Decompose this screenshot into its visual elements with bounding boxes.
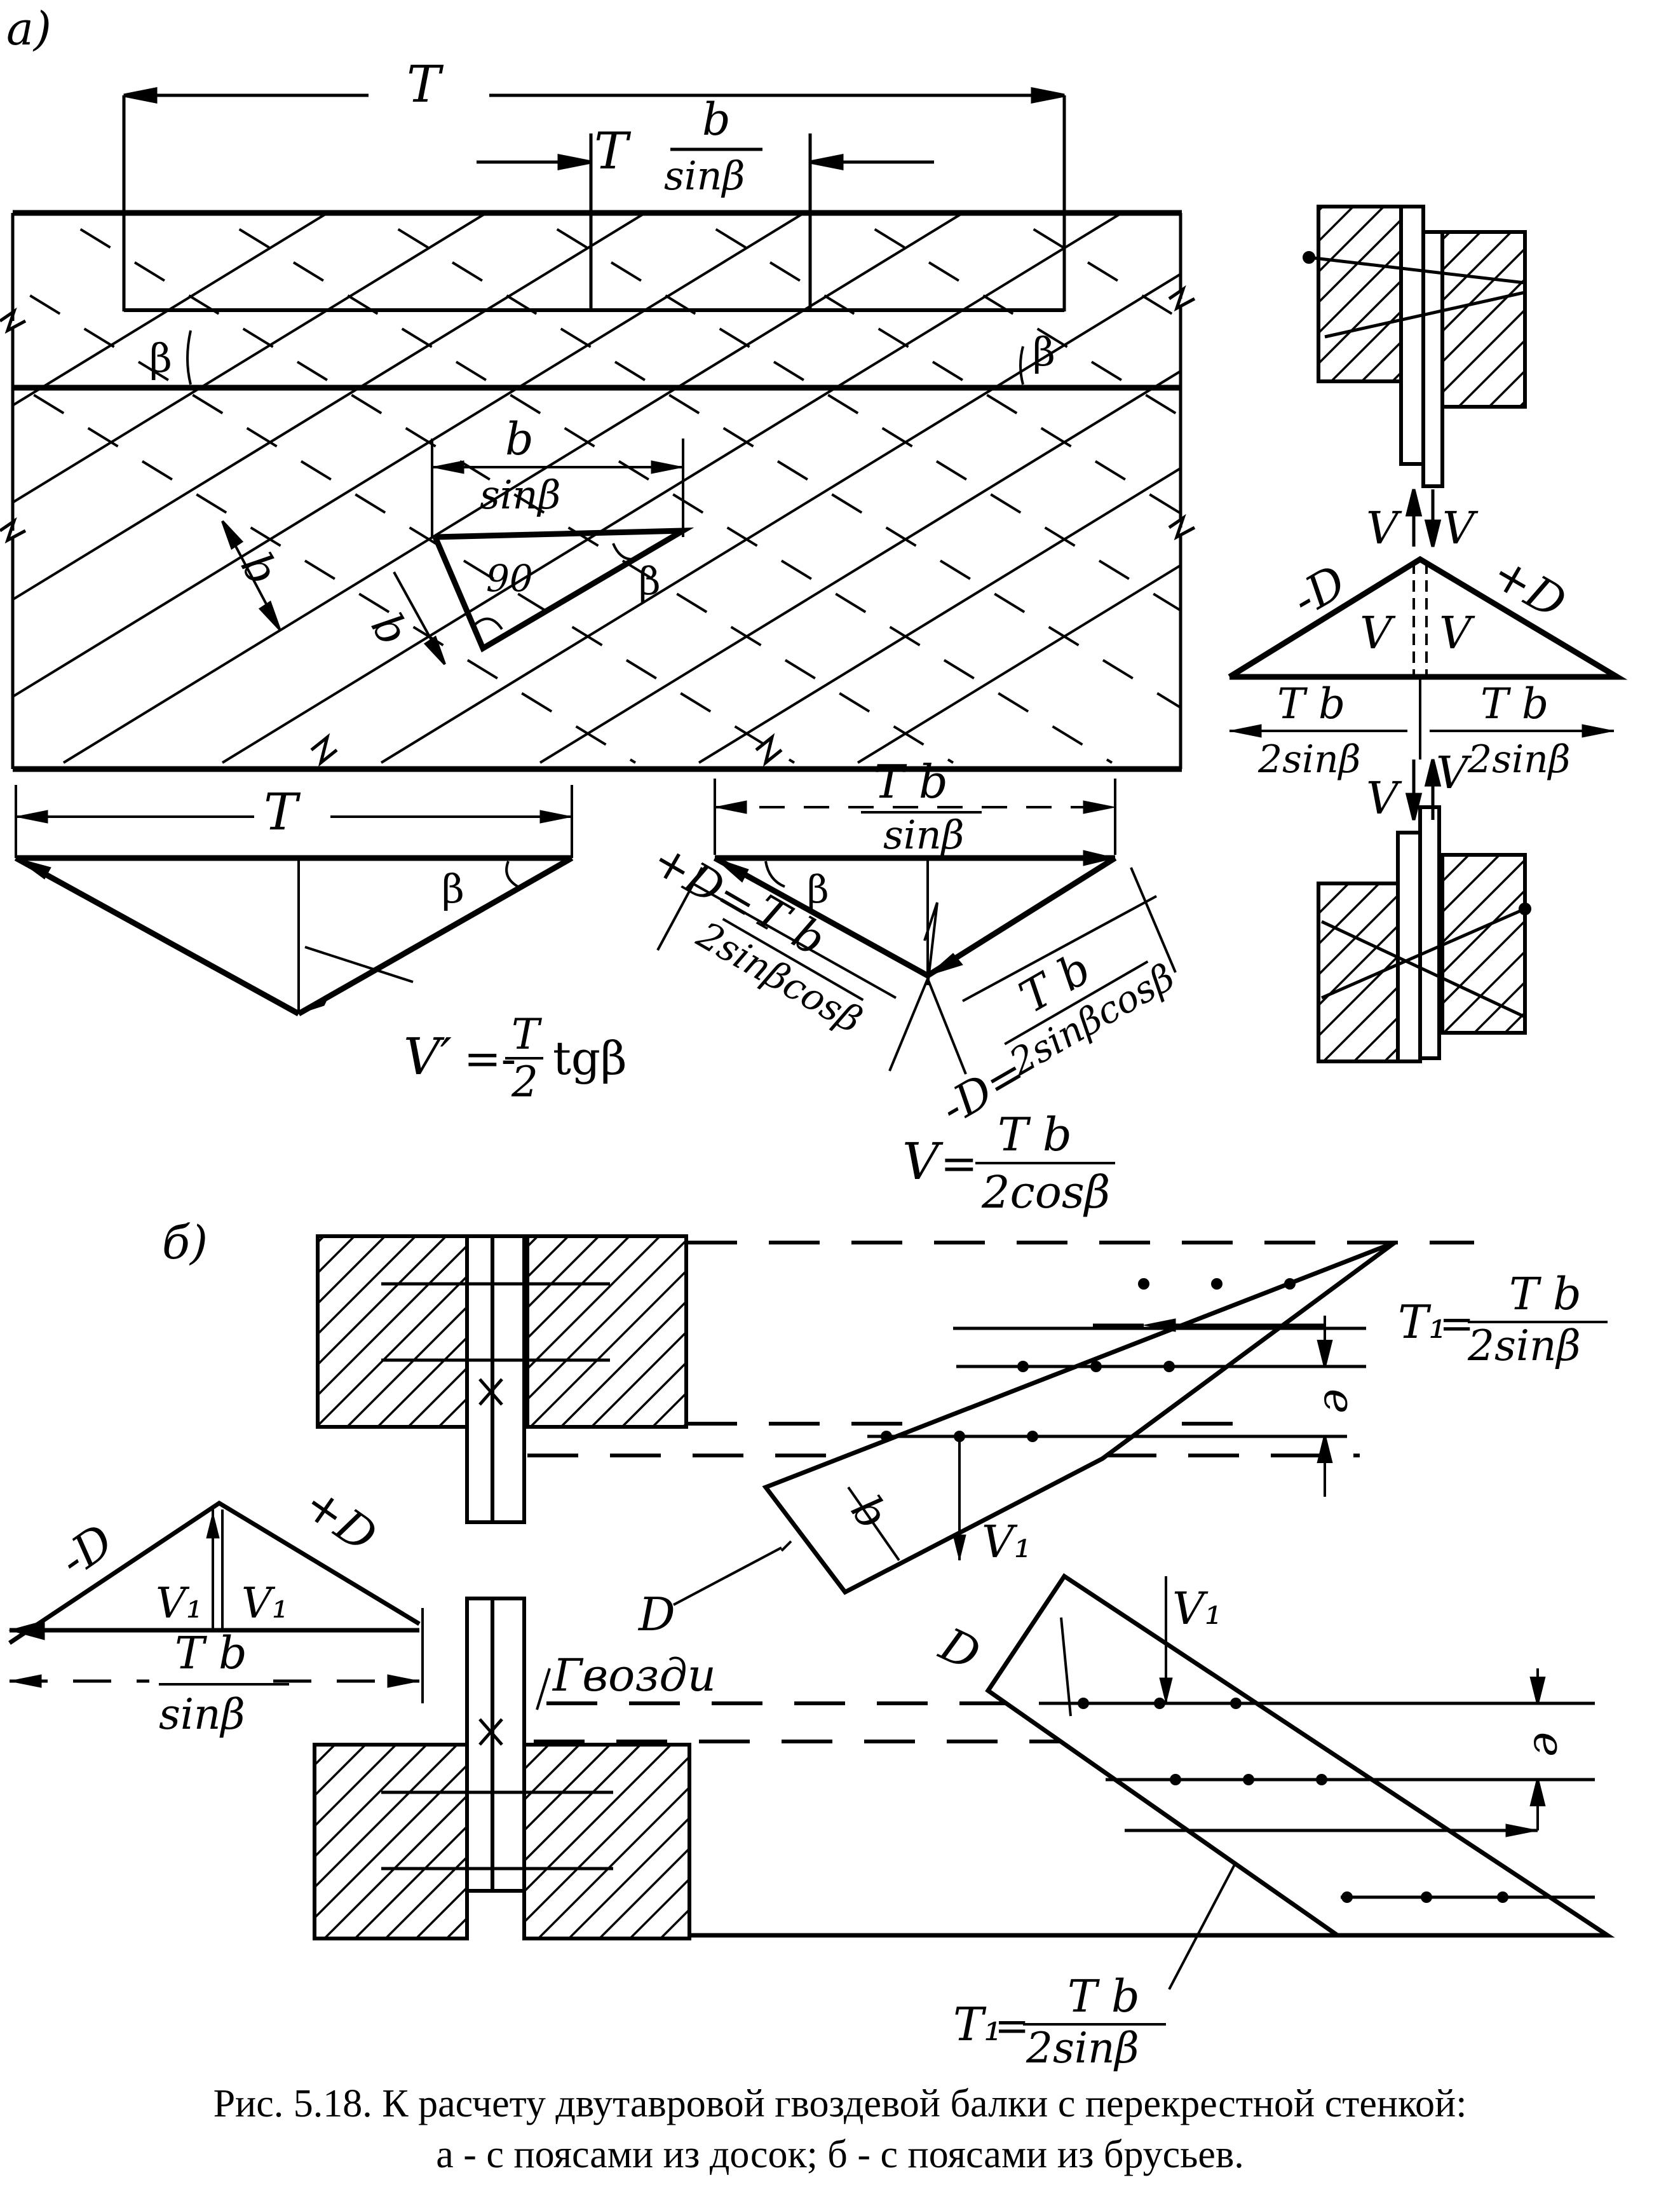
beam-outline bbox=[11, 210, 1182, 772]
dim-mid-b: b bbox=[702, 93, 731, 146]
right-V-left: V bbox=[1360, 607, 1396, 659]
b-V1-left: V₁ bbox=[156, 1579, 203, 1628]
plusD-frac bbox=[722, 918, 864, 1002]
T1-bottom: T₁ bbox=[953, 1998, 1002, 2051]
caption-line1: Рис. 5.18. К расчету двутавровой гвоздев… bbox=[213, 2082, 1467, 2125]
D-label-bottom: D bbox=[931, 1617, 988, 1681]
section-right-bottom bbox=[1317, 805, 1531, 1063]
T1-top-Tb: T b bbox=[1509, 1268, 1582, 1320]
T1-bottom-eq: = bbox=[994, 2001, 1029, 2050]
minusD-frac bbox=[1004, 960, 1149, 1046]
force-triangle-middle bbox=[656, 779, 1177, 1075]
nails-label: Гвозди bbox=[552, 1649, 716, 1701]
V-bot-right: V bbox=[1436, 747, 1472, 799]
flange-b-bottom-dashed bbox=[534, 1701, 1080, 1743]
triangle-sinb: sinβ bbox=[480, 472, 560, 518]
board-b-top bbox=[762, 1240, 1397, 1595]
dimension-b-sinb-top bbox=[477, 133, 934, 311]
web-dashed-boards bbox=[11, 213, 1181, 764]
web-solid-boards bbox=[11, 213, 1181, 764]
b-sinb: sinβ bbox=[159, 1690, 245, 1739]
V-eq-Tb: T b bbox=[998, 1108, 1072, 1161]
V1-bottom: V₁ bbox=[1172, 1583, 1223, 1635]
right-minusD: -D bbox=[1283, 555, 1355, 627]
D-label-top: D bbox=[637, 1588, 675, 1641]
dimension-T-top bbox=[122, 86, 1066, 311]
right-den-left: 2sinβ bbox=[1257, 737, 1360, 782]
panel-b-label: б) bbox=[162, 1216, 208, 1269]
b-Tb: T b bbox=[175, 1627, 247, 1679]
e-dim-top bbox=[1317, 1316, 1333, 1497]
triangle-b: b bbox=[505, 413, 534, 465]
right-V-right: V bbox=[1439, 607, 1475, 659]
dim-T-top-label: T bbox=[407, 55, 444, 114]
nails-top-row bbox=[881, 1278, 1296, 1442]
right-den-right: 2sinβ bbox=[1467, 737, 1570, 782]
force-triangle-left bbox=[14, 785, 574, 1016]
D-leader-top bbox=[673, 1546, 782, 1606]
e-bottom: e bbox=[1524, 1732, 1573, 1757]
V1-top: V₁ bbox=[982, 1516, 1032, 1568]
section-b-bottom bbox=[313, 1597, 691, 1940]
T1-top: T₁ bbox=[1398, 1295, 1447, 1349]
V-eq-label: V bbox=[902, 1132, 944, 1191]
triangle-beta: β bbox=[639, 559, 661, 604]
dim-mid-T: T bbox=[594, 121, 632, 181]
panel-a-label: а) bbox=[6, 2, 51, 55]
right-Tb-left: T b bbox=[1277, 679, 1345, 728]
vprime-T: T bbox=[511, 1010, 543, 1059]
vprime-label: V′ bbox=[403, 1027, 452, 1086]
e-top: e bbox=[1315, 1389, 1364, 1414]
V-top-left: V bbox=[1366, 502, 1402, 554]
break-marks bbox=[0, 285, 1196, 767]
vprime-tg: tgβ bbox=[553, 1032, 627, 1085]
V-bot-left: V bbox=[1366, 772, 1402, 824]
section-b-top bbox=[316, 1234, 688, 1524]
b-V1-right: V₁ bbox=[241, 1579, 288, 1628]
V-arrows bbox=[1405, 489, 1442, 821]
web-triangle-detail bbox=[431, 439, 694, 653]
T1-bottom-Tb: T b bbox=[1067, 1970, 1140, 2022]
beta-right: β bbox=[1033, 329, 1055, 375]
caption-line2: а - с поясами из досок; б - с поясами из… bbox=[436, 2133, 1244, 2176]
mid-Tb: T b bbox=[874, 755, 948, 808]
mid-beta: β bbox=[807, 868, 829, 912]
beta-angle-marks bbox=[186, 330, 1024, 385]
board-b-bottom bbox=[985, 1573, 1615, 1990]
V-eq-den: 2cosβ bbox=[981, 1166, 1110, 1218]
right-plusD: +D bbox=[1483, 546, 1575, 630]
force-triangle-right bbox=[1228, 555, 1628, 760]
web-boards bbox=[11, 213, 1181, 764]
e-dim-bottom bbox=[1529, 1668, 1546, 1830]
board-width-markers bbox=[221, 520, 446, 665]
nails-bottom-rows bbox=[1078, 1698, 1508, 1903]
V-top-right: V bbox=[1442, 502, 1479, 554]
dim-mid-sinb: sinβ bbox=[664, 153, 745, 199]
b-plusD: +D bbox=[294, 1476, 386, 1564]
nails-leader bbox=[536, 1668, 551, 1710]
force-triangle-b bbox=[8, 1500, 424, 1703]
T1-top-eq: = bbox=[1439, 1299, 1474, 1348]
T1-bottom-den: 2sinβ bbox=[1026, 2024, 1139, 2073]
board-width-b2: b bbox=[361, 605, 418, 654]
mid-sinb: sinβ bbox=[883, 812, 964, 858]
V-eq-sign: = bbox=[940, 1138, 978, 1190]
vprime-two: 2 bbox=[511, 1058, 538, 1107]
section-right-top bbox=[1303, 205, 1527, 488]
angle-90: 90 bbox=[486, 557, 533, 600]
force-left-beta: β bbox=[442, 866, 464, 912]
T1-top-den: 2sinβ bbox=[1467, 1321, 1581, 1370]
beta-left: β bbox=[149, 335, 172, 381]
plusD-eq: +D= bbox=[644, 833, 765, 934]
force-left-T: T bbox=[264, 782, 301, 841]
right-Tb-right: T b bbox=[1480, 679, 1548, 728]
